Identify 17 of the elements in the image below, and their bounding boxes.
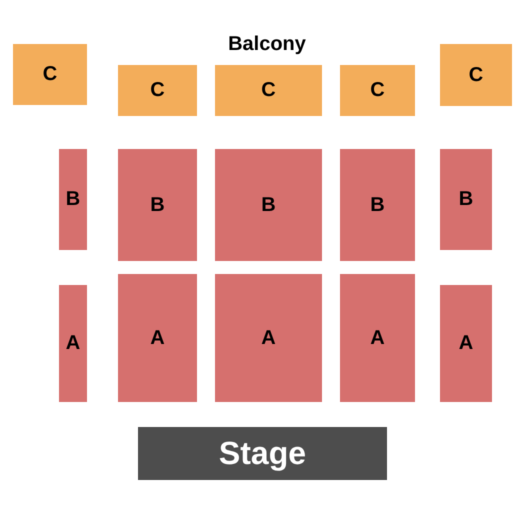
balcony-section: C — [340, 65, 415, 116]
seating-section: A — [215, 274, 322, 402]
seating-section: B — [118, 149, 197, 261]
seating-section: A — [118, 274, 197, 402]
seating-section: A — [340, 274, 415, 402]
stage: Stage — [138, 427, 387, 480]
balcony-section: C — [13, 44, 87, 105]
seating-section: B — [440, 149, 492, 250]
seating-section: A — [440, 285, 492, 402]
seating-section: B — [59, 149, 87, 250]
balcony-section: C — [440, 44, 512, 106]
seating-section: B — [215, 149, 322, 261]
seating-section: B — [340, 149, 415, 261]
balcony-section: C — [118, 65, 197, 116]
seating-section: A — [59, 285, 87, 402]
balcony-section: C — [215, 65, 322, 116]
area-title: Balcony — [228, 33, 306, 56]
